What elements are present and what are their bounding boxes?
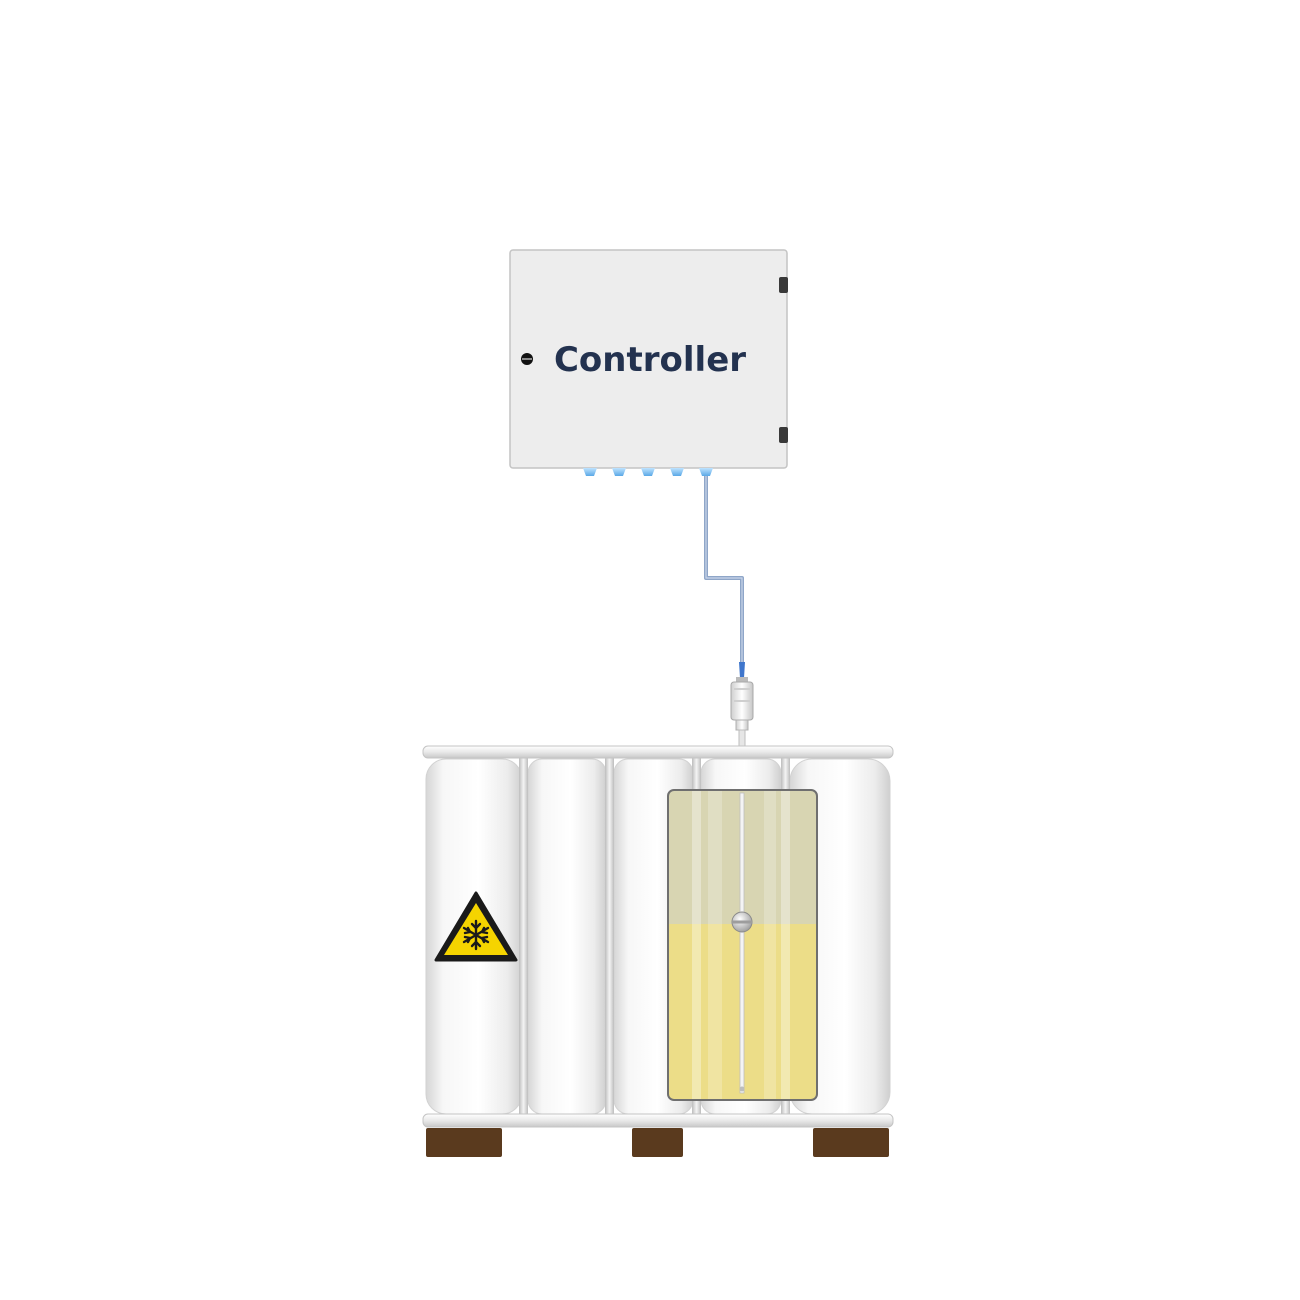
snowflake-icon bbox=[462, 919, 490, 951]
cable-connector bbox=[739, 662, 745, 678]
cable-gland bbox=[612, 468, 626, 476]
sensor-cable bbox=[704, 476, 745, 678]
level-probe bbox=[739, 792, 745, 1094]
frame-post bbox=[519, 753, 528, 1118]
controller-label: Controller bbox=[554, 340, 746, 380]
tank-sight-window bbox=[667, 789, 818, 1101]
lock-icon bbox=[521, 353, 533, 365]
low-temperature-warning-icon bbox=[434, 891, 518, 962]
tank-rib bbox=[527, 758, 607, 1115]
hinge-bottom bbox=[779, 427, 788, 443]
frame-top-bar bbox=[422, 745, 894, 759]
controller-box: Controller bbox=[509, 249, 788, 476]
frame-bottom-bar bbox=[422, 1113, 894, 1128]
cable-gland bbox=[641, 468, 655, 476]
pallet-foot bbox=[813, 1128, 889, 1157]
ibc-tank bbox=[422, 745, 894, 1157]
level-sensor-head bbox=[730, 677, 754, 747]
pallet-foot bbox=[632, 1128, 683, 1157]
pallet-foot bbox=[426, 1128, 502, 1157]
cable-gland bbox=[670, 468, 684, 476]
cable-glands bbox=[583, 468, 713, 476]
hinge-top bbox=[779, 277, 788, 293]
level-float bbox=[731, 911, 753, 933]
cable-gland bbox=[699, 468, 713, 476]
frame-post bbox=[605, 753, 614, 1118]
cable-gland bbox=[583, 468, 597, 476]
